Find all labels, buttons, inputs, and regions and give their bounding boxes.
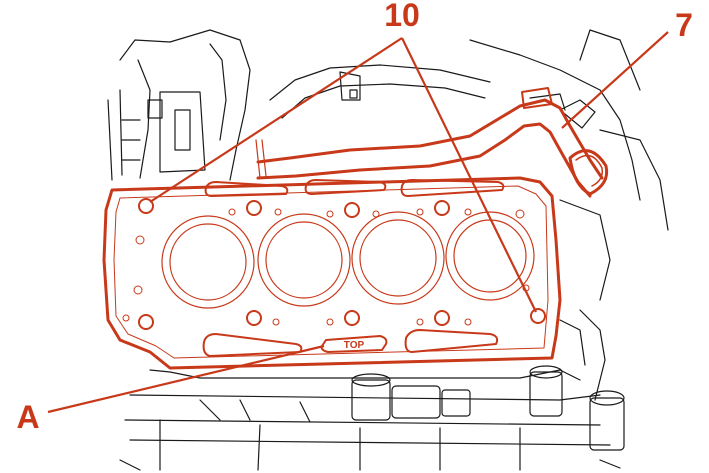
hose-end bbox=[568, 149, 609, 196]
bolt-hole bbox=[530, 308, 546, 324]
top-marking-frame bbox=[320, 335, 388, 353]
hose-clamp bbox=[521, 87, 553, 109]
bolt-hole bbox=[344, 202, 360, 218]
cylinder-bores bbox=[161, 211, 535, 309]
bolt-holes bbox=[138, 198, 546, 330]
coolant-hose bbox=[256, 98, 604, 180]
bolt-hole bbox=[246, 200, 262, 216]
upper-slots bbox=[204, 179, 505, 197]
cylinder-bore-4 bbox=[445, 211, 535, 301]
bolt-hole bbox=[434, 200, 450, 216]
top-marking-text: TOP bbox=[344, 340, 365, 351]
bolt-hole bbox=[138, 314, 154, 330]
leader-line-A bbox=[47, 344, 325, 414]
cylinder-bore-2 bbox=[257, 213, 351, 307]
lower-slots bbox=[202, 329, 499, 357]
head-gasket bbox=[102, 87, 609, 370]
gasket-inner-edge bbox=[113, 185, 549, 359]
leader-line-7 bbox=[561, 31, 669, 129]
gasket-outline bbox=[102, 176, 562, 370]
cylinder-bore-1 bbox=[161, 215, 255, 309]
bolt-hole bbox=[434, 310, 450, 326]
bolt-hole bbox=[344, 310, 360, 326]
leader-lines bbox=[47, 31, 669, 414]
engine-block-linework bbox=[107, 29, 669, 471]
callout-label-10: 10 bbox=[384, 0, 420, 33]
callout-label-A: A bbox=[16, 399, 39, 435]
callout-label-7: 7 bbox=[675, 7, 693, 43]
leader-line-10-right bbox=[401, 37, 537, 313]
bolt-hole bbox=[138, 198, 154, 214]
cylinder-bore-3 bbox=[351, 211, 445, 305]
bolt-hole bbox=[246, 310, 262, 326]
leader-line-10-left bbox=[149, 37, 403, 203]
coolant-holes bbox=[122, 208, 530, 326]
